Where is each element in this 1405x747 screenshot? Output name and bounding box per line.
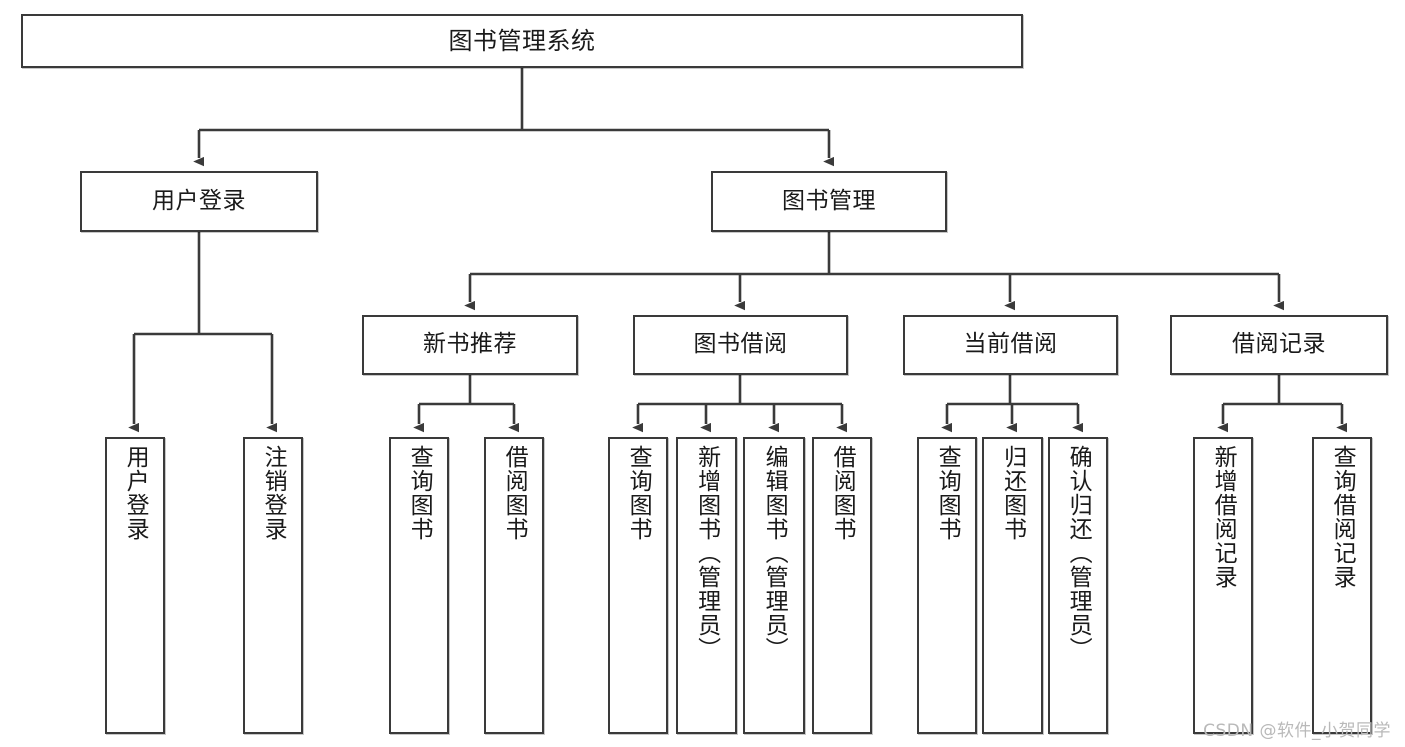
node-label: 图书管理 [782,187,876,214]
node-book-management[interactable]: 图书管理 [711,171,947,232]
node-current-borrow[interactable]: 当前借阅 [903,315,1118,375]
node-label: 用户登录 [122,445,149,541]
node-label: 新增借阅记录 [1210,445,1237,589]
leaf-edit-book-admin[interactable]: 编辑图书（管理员） [743,437,805,734]
leaf-confirm-return-admin[interactable]: 确认归还（管理员） [1048,437,1108,734]
node-label: 借阅图书 [501,445,528,541]
node-borrow-record[interactable]: 借阅记录 [1170,315,1388,375]
node-new-book-recommend[interactable]: 新书推荐 [362,315,578,375]
watermark: CSDN @软件_小贺同学 [1203,721,1391,741]
node-label: 当前借阅 [963,331,1058,358]
node-label: 查询图书 [625,445,652,541]
node-label: 编辑图书（管理员） [761,445,788,661]
node-label: 用户登录 [152,187,246,214]
node-label: 查询借阅记录 [1329,445,1356,589]
node-label: 新增图书（管理员） [693,445,720,661]
node-label: 确认归还（管理员） [1065,445,1092,661]
node-label: 新书推荐 [423,331,517,358]
leaf-logout[interactable]: 注销登录 [243,437,303,734]
node-user-login[interactable]: 用户登录 [80,171,318,232]
node-label: 查询图书 [406,445,433,541]
leaf-query-book-recommend[interactable]: 查询图书 [389,437,449,734]
node-label: 归还图书 [999,445,1026,541]
node-root[interactable]: 图书管理系统 [21,14,1023,68]
node-label: 图书管理系统 [448,26,596,55]
leaf-user-login[interactable]: 用户登录 [105,437,165,734]
leaf-borrow-book-recommend[interactable]: 借阅图书 [484,437,544,734]
node-label: 图书借阅 [693,331,788,358]
leaf-borrow-book[interactable]: 借阅图书 [812,437,872,734]
leaf-return-book[interactable]: 归还图书 [982,437,1043,734]
leaf-add-borrow-record[interactable]: 新增借阅记录 [1193,437,1253,734]
node-book-borrow[interactable]: 图书借阅 [633,315,848,375]
node-label: 注销登录 [260,445,287,541]
node-label: 借阅记录 [1232,331,1326,358]
leaf-add-book-admin[interactable]: 新增图书（管理员） [676,437,737,734]
node-label: 借阅图书 [829,445,856,541]
node-label: 查询图书 [934,445,961,541]
leaf-query-book-borrow[interactable]: 查询图书 [608,437,668,734]
leaf-query-book-current[interactable]: 查询图书 [917,437,977,734]
leaf-query-borrow-record[interactable]: 查询借阅记录 [1312,437,1372,734]
